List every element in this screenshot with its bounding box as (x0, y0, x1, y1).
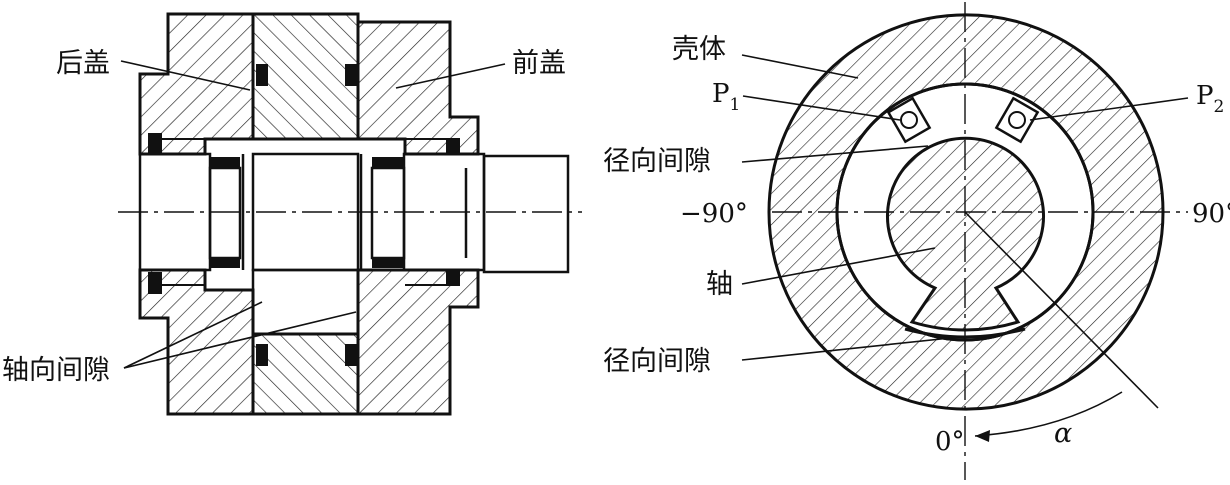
radial-gap-bottom-leader (741, 336, 961, 361)
label-radial-gap-top: 径向间隙 (603, 146, 711, 177)
p1-leader (742, 95, 901, 121)
radial-gap-top-leader (741, 145, 929, 163)
probe-p2 (994, 96, 1040, 144)
seal-blocks (148, 64, 460, 366)
alpha-arc (974, 391, 1123, 437)
shaft-front-bearing (370, 166, 406, 260)
label-pos90: 90° (1192, 199, 1230, 229)
label-axial-gap: 轴向间隙 (2, 355, 110, 386)
axial-gap-leader-1 (123, 301, 263, 369)
label-rear-cover: 后盖 (56, 48, 110, 79)
shaft-leader (741, 247, 936, 285)
shaft-rear-bearing (208, 166, 242, 260)
label-zero: 0° (935, 427, 965, 457)
housing-center-lower (251, 332, 360, 416)
axial-gap-leader-2 (123, 311, 357, 369)
shaft-output-end (482, 154, 570, 274)
axial-section-view: 后盖 前盖 轴向间隙 (2, 12, 582, 416)
housing-leader (741, 54, 859, 79)
label-shaft: 轴 (706, 269, 733, 300)
label-neg90: −90° (680, 199, 748, 229)
label-front-cover: 前盖 (512, 48, 566, 79)
radial-section-view: 壳体 P1 P2 径向间隙 轴 径向间隙 −90° 90° 0° α (603, 2, 1230, 480)
front-cover-leader (395, 63, 506, 89)
housing-center-upper (251, 12, 360, 141)
label-housing: 壳体 (672, 34, 726, 65)
label-radial-gap-bottom: 径向间隙 (603, 346, 711, 377)
p2-leader (1029, 97, 1189, 121)
alpha-arrowhead (975, 430, 990, 442)
front-cover (356, 20, 480, 156)
label-p2: P2 (1196, 81, 1224, 117)
label-p1: P1 (712, 79, 740, 115)
alpha-ref-line (964, 211, 1159, 409)
label-alpha: α (1054, 418, 1072, 449)
rear-cover-leader (120, 60, 251, 91)
probe-p1 (886, 96, 932, 144)
axial-gap-window (251, 268, 360, 336)
front-cover-lower (356, 268, 480, 416)
